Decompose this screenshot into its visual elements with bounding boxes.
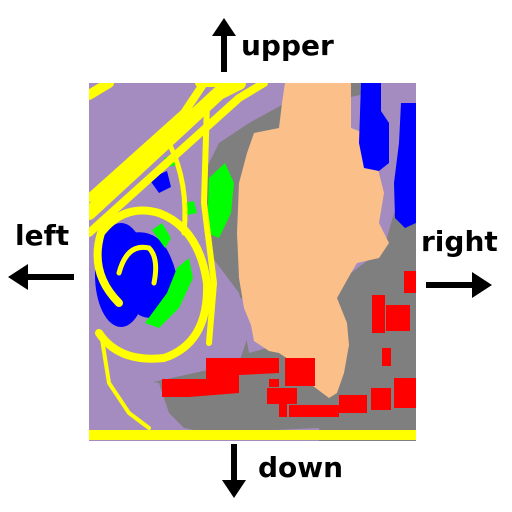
red-zone-block-3 (289, 405, 339, 417)
road-curve-center (166, 140, 188, 236)
road-loop-outer (93, 206, 212, 363)
arrow-down-icon (222, 444, 246, 498)
red-zone-block-10 (394, 378, 416, 408)
direction-label-down: down (258, 451, 344, 484)
vegetation-strip-2 (145, 258, 193, 328)
water-small (149, 171, 171, 193)
building-region-peach (237, 83, 389, 398)
water-top-right (359, 83, 389, 171)
road-loop-inner (116, 244, 159, 286)
direction-label-right: right (421, 225, 498, 258)
red-zone-block-12 (279, 403, 287, 417)
vegetation-strip-1 (207, 163, 234, 238)
red-zone-block-7 (386, 305, 410, 331)
red-zone-block-8 (404, 271, 416, 293)
arrow-right-icon (426, 272, 492, 298)
red-zone-main (162, 358, 279, 397)
arrow-left-icon (8, 264, 74, 290)
map-canvas (89, 83, 416, 441)
red-zone-block-5 (371, 388, 391, 410)
road-highway-diagonal-3 (89, 83, 208, 202)
road-vertical-center (201, 100, 217, 346)
red-zone-block-6 (372, 295, 385, 333)
red-zone-block-9 (382, 348, 391, 366)
red-zone-block-2 (267, 388, 297, 404)
water-right (394, 103, 416, 228)
red-zone-block-1 (285, 358, 315, 386)
red-zone-block-4 (339, 395, 367, 413)
direction-label-upper: upper (241, 29, 334, 62)
arrow-up-icon (212, 18, 236, 72)
road-network (89, 83, 416, 440)
vegetation-strip-4 (152, 223, 171, 248)
road-top-left-corner (89, 83, 114, 100)
road-highway-diagonal-2 (89, 83, 268, 237)
segmentation-map (89, 83, 416, 441)
direction-label-left: left (15, 219, 70, 252)
red-zone-block-11 (269, 379, 279, 387)
road-lower-branch (99, 331, 151, 430)
road-highway-diagonal (89, 83, 246, 220)
